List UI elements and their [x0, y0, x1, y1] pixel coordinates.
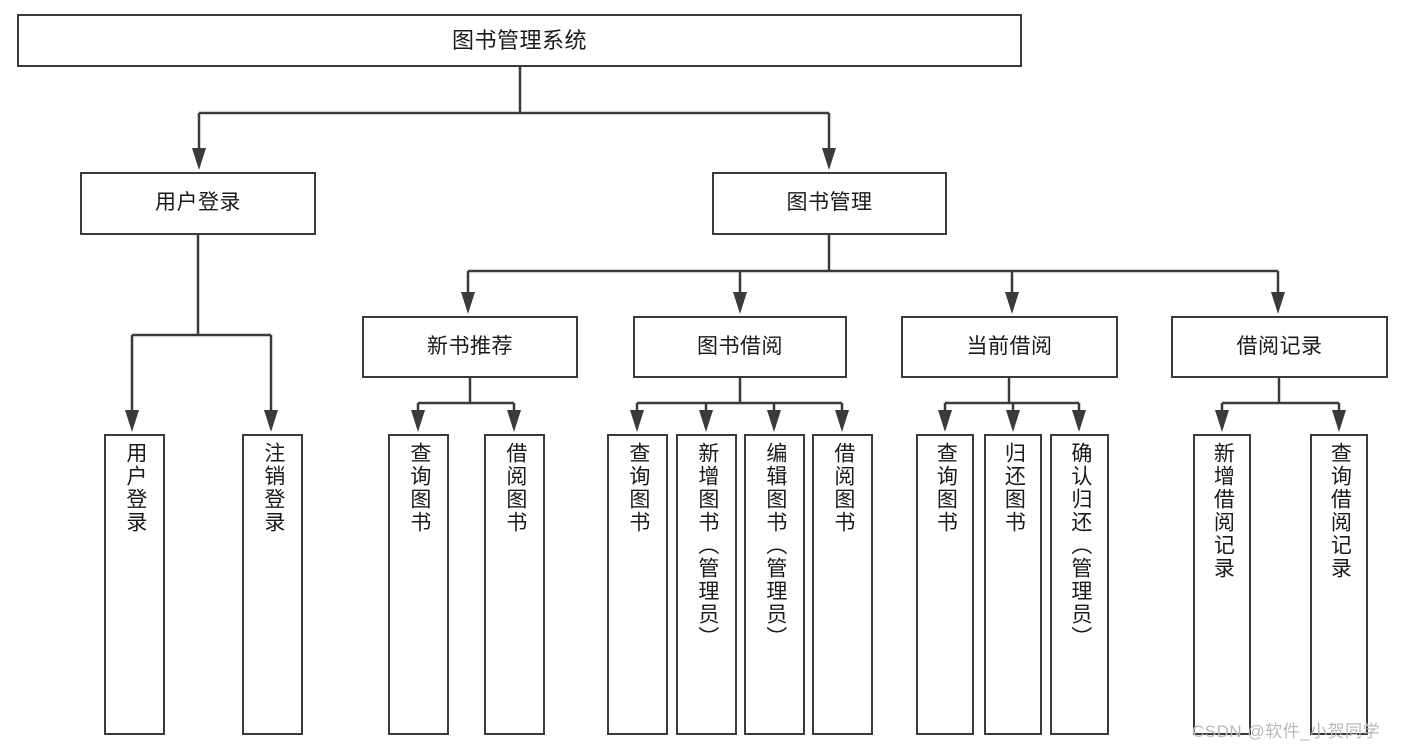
node-leaf-user-login[interactable]: 用户登录: [104, 434, 165, 735]
node-label-root: 图书管理系统: [451, 27, 587, 53]
node-label-leaf-borrow-book-1: 借阅图书: [503, 442, 527, 534]
node-label-leaf-add-book: 新增图书（管理员）: [695, 442, 719, 649]
watermark-label: CSDN @软件_小贺同学: [1192, 722, 1381, 741]
node-label-leaf-edit-book: 编辑图书（管理员）: [763, 442, 787, 649]
node-leaf-borrow-book-2[interactable]: 借阅图书: [812, 434, 873, 735]
node-label-leaf-query-borrow-record: 查询借阅记录: [1328, 442, 1352, 580]
node-leaf-query-book-1[interactable]: 查询图书: [388, 434, 449, 735]
node-label-leaf-confirm-return: 确认归还（管理员）: [1068, 442, 1092, 649]
node-new-book-recommend[interactable]: 新书推荐: [362, 316, 578, 378]
node-label-new-book-recommend: 新书推荐: [427, 334, 513, 358]
node-leaf-query-book-3[interactable]: 查询图书: [916, 434, 974, 735]
node-leaf-confirm-return[interactable]: 确认归还（管理员）: [1050, 434, 1109, 735]
node-borrow-records[interactable]: 借阅记录: [1171, 316, 1388, 378]
node-label-user-login: 用户登录: [155, 191, 241, 215]
node-leaf-query-borrow-record[interactable]: 查询借阅记录: [1310, 434, 1368, 735]
node-label-leaf-borrow-book-2: 借阅图书: [831, 442, 855, 534]
node-label-book-borrow: 图书借阅: [697, 334, 783, 358]
node-label-leaf-logout: 注销登录: [261, 442, 285, 534]
node-leaf-return-book[interactable]: 归还图书: [984, 434, 1042, 735]
node-leaf-add-book[interactable]: 新增图书（管理员）: [676, 434, 737, 735]
node-label-leaf-query-book-2: 查询图书: [626, 442, 650, 534]
node-label-leaf-query-book-1: 查询图书: [407, 442, 431, 534]
node-root[interactable]: 图书管理系统: [17, 14, 1022, 67]
node-label-leaf-return-book: 归还图书: [1002, 442, 1026, 534]
node-leaf-query-book-2[interactable]: 查询图书: [607, 434, 668, 735]
node-book-management[interactable]: 图书管理: [712, 172, 947, 235]
node-leaf-logout[interactable]: 注销登录: [242, 434, 303, 735]
node-leaf-add-borrow-record[interactable]: 新增借阅记录: [1193, 434, 1251, 735]
node-label-current-borrow: 当前借阅: [966, 334, 1053, 358]
node-leaf-edit-book[interactable]: 编辑图书（管理员）: [744, 434, 805, 735]
node-label-leaf-user-login: 用户登录: [123, 442, 147, 534]
node-label-book-management: 图书管理: [786, 191, 873, 215]
node-label-leaf-add-borrow-record: 新增借阅记录: [1211, 442, 1235, 580]
node-leaf-borrow-book-1[interactable]: 借阅图书: [484, 434, 545, 735]
node-current-borrow[interactable]: 当前借阅: [901, 316, 1118, 378]
node-user-login[interactable]: 用户登录: [80, 172, 316, 235]
node-book-borrow[interactable]: 图书借阅: [633, 316, 847, 378]
node-label-borrow-records: 借阅记录: [1236, 334, 1323, 358]
node-label-leaf-query-book-3: 查询图书: [934, 442, 958, 534]
